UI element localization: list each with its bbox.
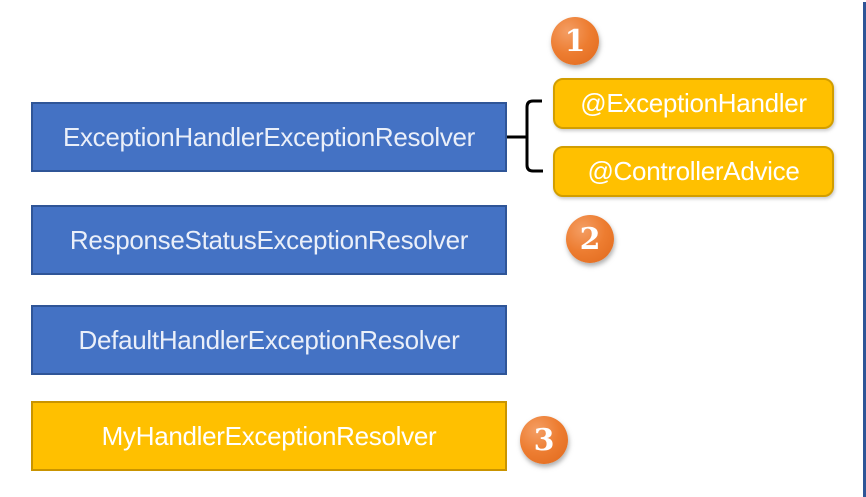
resolver-box-my-handler: MyHandlerExceptionResolver	[31, 401, 507, 471]
resolver-box-default-handler: DefaultHandlerExceptionResolver	[31, 305, 507, 375]
resolver-box-label: MyHandlerExceptionResolver	[101, 420, 437, 451]
step-badge-number: 3	[533, 422, 555, 458]
step-badge-3: 3	[520, 416, 568, 464]
bracket-connector-icon	[507, 99, 543, 173]
annotation-box-controller-advice: @ControllerAdvice	[553, 146, 834, 197]
resolver-box-label: ExceptionHandlerExceptionResolver	[62, 121, 476, 152]
step-badge-1: 1	[551, 17, 599, 65]
step-badge-2: 2	[566, 215, 614, 263]
resolver-box-exception-handler: ExceptionHandlerExceptionResolver	[31, 102, 507, 172]
annotation-label: @ExceptionHandler	[580, 88, 807, 118]
step-badge-number: 1	[564, 23, 586, 59]
resolver-box-label: ResponseStatusExceptionResolver	[69, 224, 469, 255]
annotation-box-exception-handler: @ExceptionHandler	[553, 78, 834, 129]
slide-right-border	[863, 2, 866, 497]
annotation-label: @ControllerAdvice	[587, 156, 800, 186]
resolver-box-response-status: ResponseStatusExceptionResolver	[31, 205, 507, 275]
resolver-box-label: DefaultHandlerExceptionResolver	[78, 324, 460, 355]
step-badge-number: 2	[579, 221, 601, 257]
